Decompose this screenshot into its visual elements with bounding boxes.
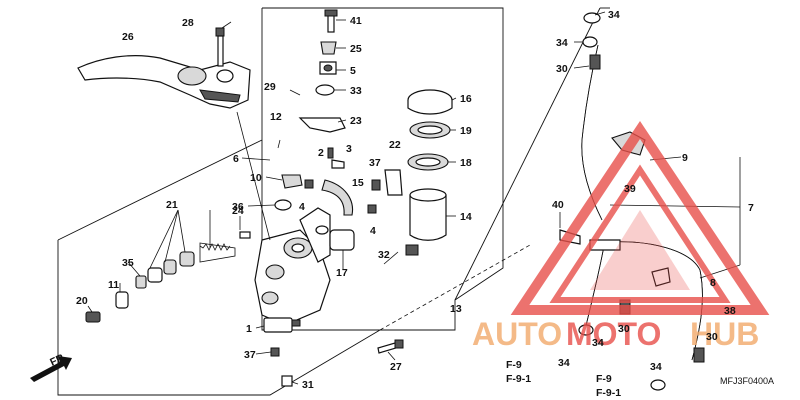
callout-3: 3 [346,143,352,155]
callout-35: 35 [122,257,134,269]
callout-30a: 30 [556,63,568,75]
callout-41: 41 [350,15,362,27]
callout-33: 33 [350,85,362,97]
callout-17: 17 [336,267,348,279]
callout-39: 39 [624,183,636,195]
callout-37b: 37 [244,349,256,361]
callout-26: 26 [122,31,134,43]
callout-34a: 34 [608,9,620,21]
callout-29: 29 [264,81,276,93]
callout-36: 36 [232,201,244,213]
callout-34d: 34 [558,357,570,369]
callout-34b: 34 [556,37,568,49]
callout-15: 15 [352,177,364,189]
callout-8: 8 [710,277,716,289]
callout-38: 38 [724,305,736,317]
assembly-frames [57,7,610,396]
callout-13: 13 [450,303,462,315]
callout-27: 27 [390,361,402,373]
callout-1: 1 [246,323,252,335]
callout-12: 12 [270,111,282,123]
callout-32: 32 [378,249,390,261]
callout-10: 10 [250,172,262,184]
callout-40: 40 [552,199,564,211]
callout-labels: 41 25 5 33 23 16 19 18 14 28 26 29 12 6 … [76,9,754,391]
callout-37a: 37 [369,157,381,169]
callout-23: 23 [350,115,362,127]
reservoir [405,89,453,256]
callout-28: 28 [182,17,194,29]
callout-34c: 34 [592,337,604,349]
diagram-code: MFJ3F0400A [720,376,774,386]
callout-34e: 34 [650,361,662,373]
callout-4a: 4 [299,201,305,213]
ref-f9-1-a: F-9-1 [506,373,531,385]
callout-6: 6 [233,153,239,165]
callout-20: 20 [76,295,88,307]
watermark: AUTO MOTO HUB [472,120,770,352]
master-cylinder-body [254,207,331,326]
callout-30b: 30 [618,323,630,335]
piston-set [85,231,251,323]
watermark-moto: MOTO [566,316,661,352]
brake-lever [77,55,251,109]
callout-9: 9 [682,152,688,164]
small-parts [274,147,403,214]
watermark-auto: AUTO [472,316,562,352]
reservoir-hose [298,117,355,251]
callout-4b: 4 [370,225,376,237]
callout-31: 31 [302,379,314,391]
callout-18: 18 [460,157,472,169]
watermark-hub: HUB [690,316,759,352]
callout-14: 14 [460,211,472,223]
fr-direction-arrow [30,356,72,382]
callout-19: 19 [460,125,472,137]
pivot-bolt [215,27,225,67]
callout-24: 24 [232,205,244,217]
callout-30c: 30 [706,331,718,343]
callout-7: 7 [748,202,754,214]
callout-11: 11 [108,279,119,291]
callout-5: 5 [350,65,356,77]
reference-labels: F-9 F-9-1 F-9 F-9-1 [506,359,621,399]
callout-22: 22 [389,139,401,151]
callout-25: 25 [350,43,362,55]
callout-2: 2 [318,147,324,159]
callout-21: 21 [166,199,178,211]
ref-f9-1-b: F-9-1 [596,387,621,399]
callout-16: 16 [460,93,472,105]
ref-f9-a: F-9 [506,359,522,371]
brake-light-switch [263,317,301,333]
cap-assembly [315,9,338,96]
lower-bolts [270,339,404,387]
ref-f9-b: F-9 [596,373,612,385]
